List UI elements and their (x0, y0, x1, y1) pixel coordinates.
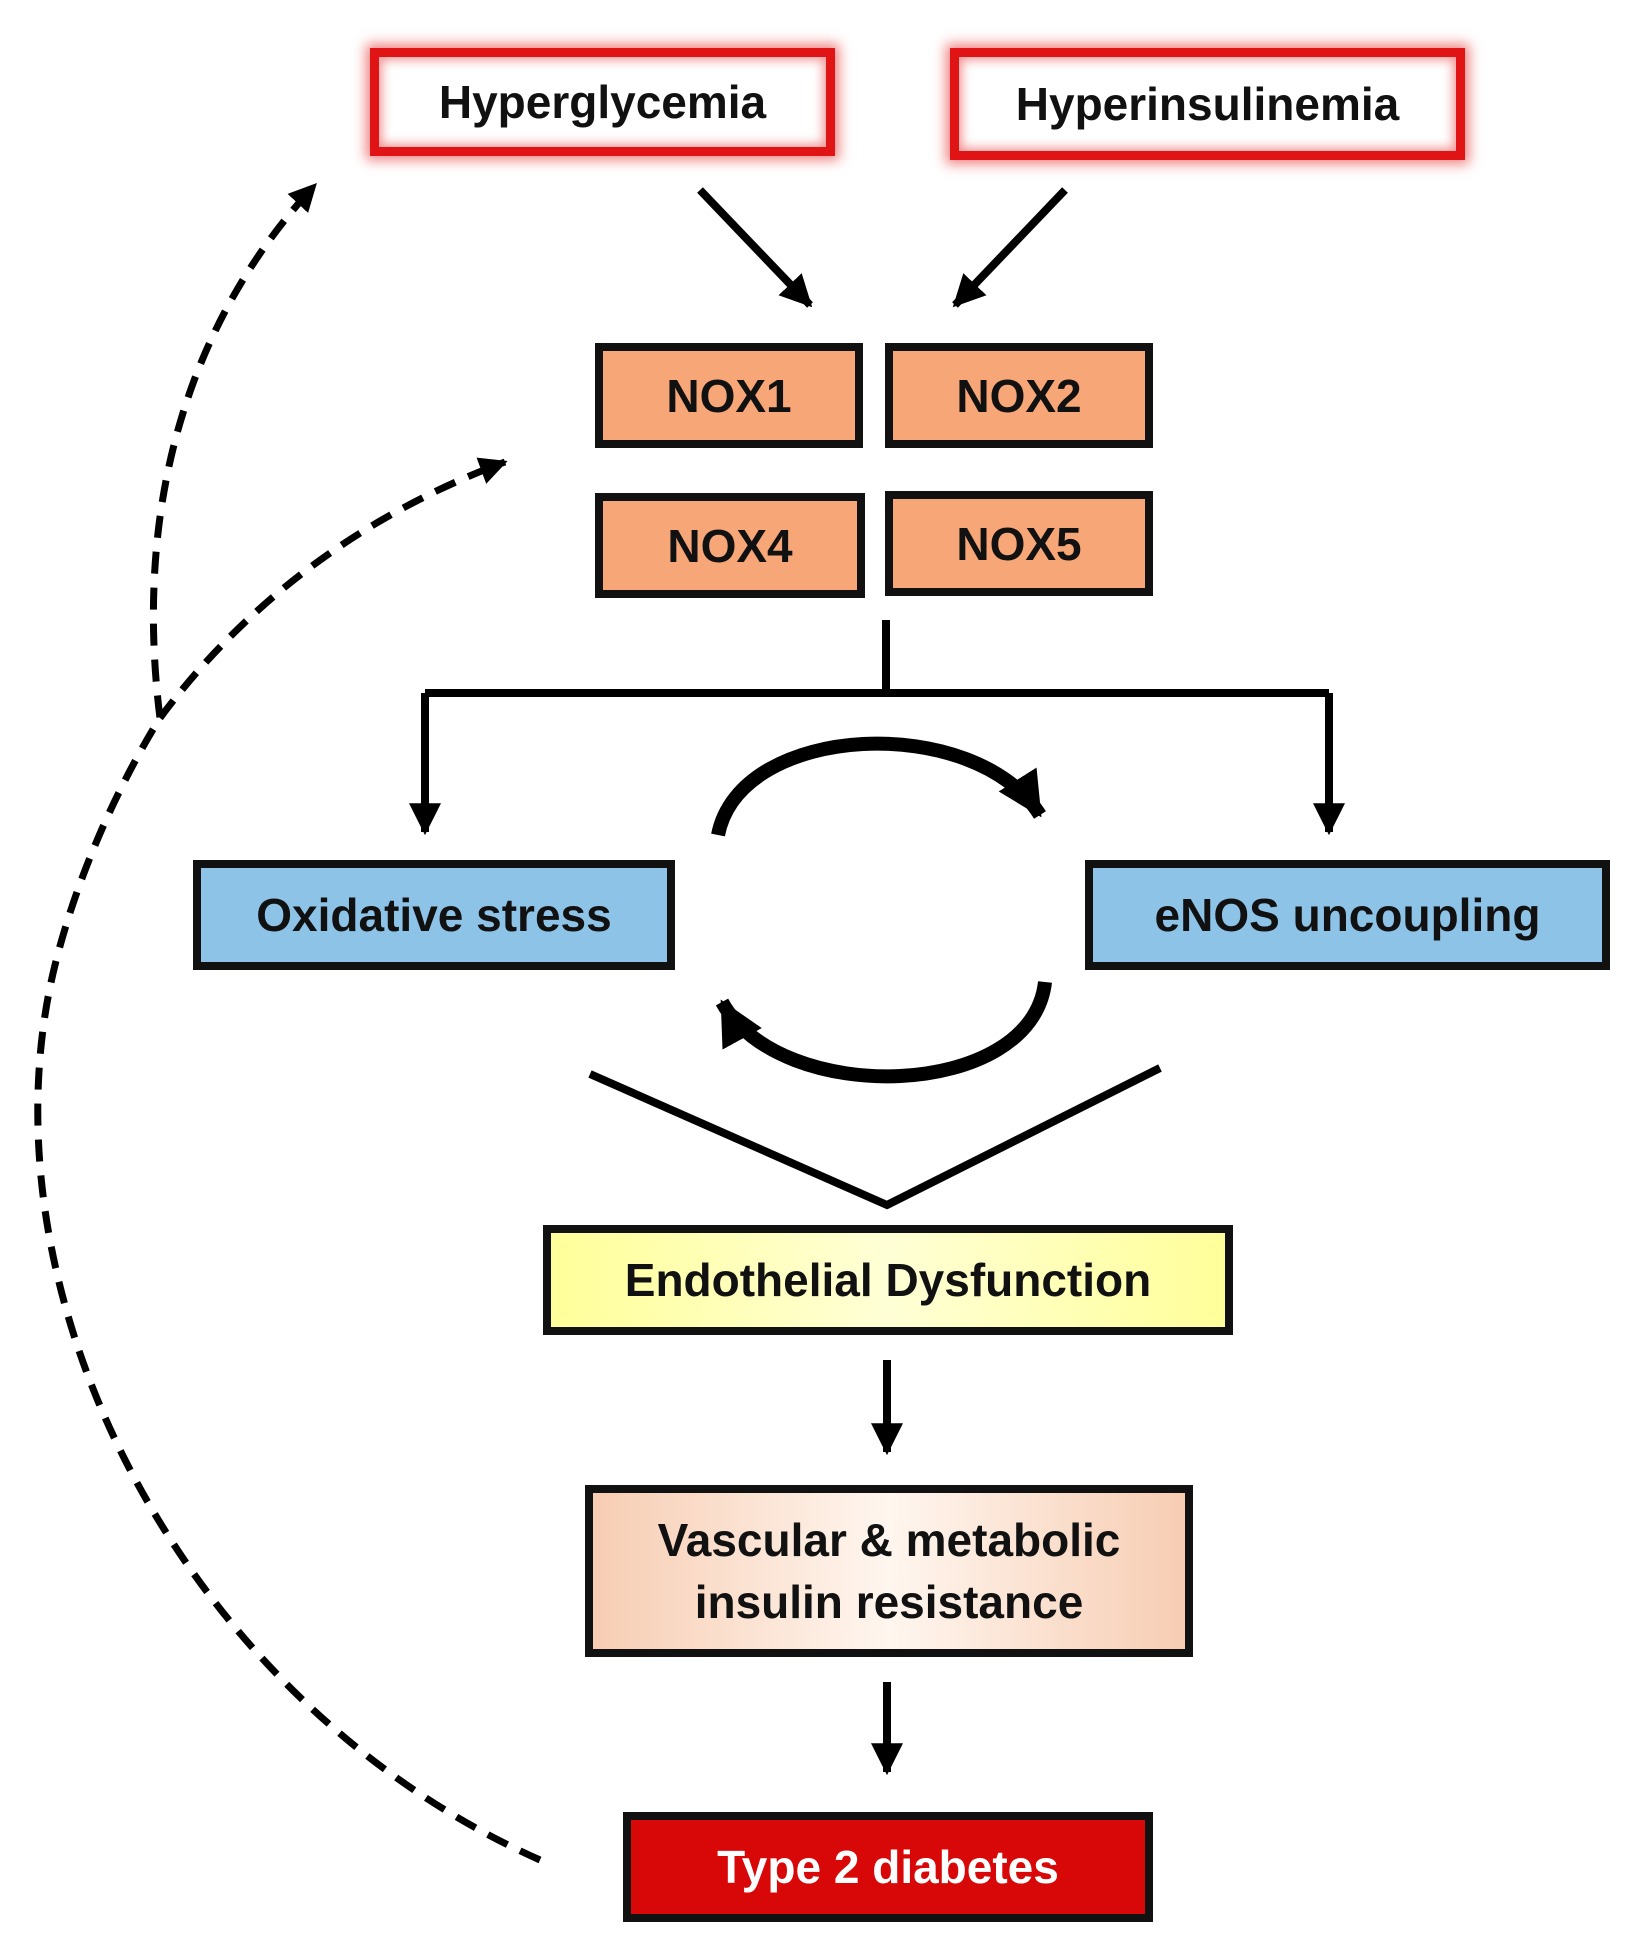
vascular-metabolic-label-line2: insulin resistance (694, 1576, 1084, 1628)
feedback-arrow-to-hyperglycemia (34, 182, 542, 1864)
nox2-label: NOX2 (956, 369, 1082, 422)
type2-diabetes-label: Type 2 diabetes (717, 1841, 1059, 1893)
hyperinsulinemia-label: Hyperinsulinemia (1015, 78, 1400, 130)
branch-connector (425, 620, 1329, 697)
nox5-box: NOX5 (885, 491, 1153, 596)
vascular-metabolic-label-line1: Vascular & metabolic (657, 1514, 1121, 1566)
hyperinsulinemia-box: Hyperinsulinemia (950, 48, 1465, 160)
converge-connector (588, 1064, 1162, 1210)
nox4-box: NOX4 (595, 493, 865, 598)
nox5-label: NOX5 (956, 517, 1082, 570)
cycle-arrow-bottom (715, 980, 1052, 1084)
endothelial-dysfunction-box: Endothelial Dysfunction (543, 1225, 1233, 1335)
hyperglycemia-box: Hyperglycemia (370, 48, 835, 156)
nox4-label: NOX4 (667, 519, 793, 572)
oxidative-stress-label: Oxidative stress (256, 889, 612, 941)
vascular-metabolic-insulin-resistance-box: Vascular & metabolic insulin resistance (585, 1485, 1193, 1657)
oxidative-stress-box: Oxidative stress (193, 860, 675, 970)
nox2-box: NOX2 (885, 343, 1153, 448)
cycle-arrow-top (711, 736, 1046, 837)
enos-uncoupling-label: eNOS uncoupling (1154, 889, 1541, 941)
arrow-hyperglycemia-to-nox (697, 187, 813, 308)
enos-uncoupling-box: eNOS uncoupling (1085, 860, 1610, 970)
nox1-box: NOX1 (595, 343, 863, 448)
nox1-label: NOX1 (666, 369, 792, 422)
arrow-hyperinsulinemia-to-nox (952, 187, 1068, 308)
endothelial-dysfunction-label: Endothelial Dysfunction (624, 1254, 1152, 1306)
feedback-arrow-to-nox (157, 457, 508, 721)
hyperglycemia-label: Hyperglycemia (438, 76, 767, 128)
type2-diabetes-box: Type 2 diabetes (623, 1812, 1153, 1922)
